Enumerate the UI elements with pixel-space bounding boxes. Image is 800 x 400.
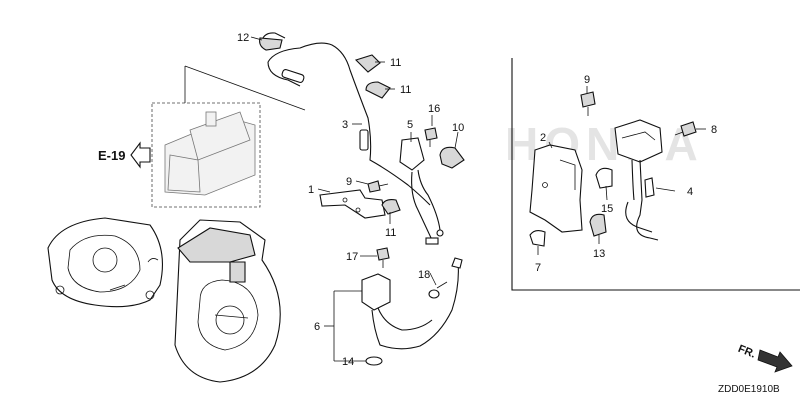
bolt-16 bbox=[424, 127, 438, 147]
right-inset-panel bbox=[511, 58, 800, 291]
callout-labels: 12 11 11 3 5 16 10 1 9 11 17 18 6 14 9 2… bbox=[237, 32, 717, 368]
callout-11-middle: 11 bbox=[400, 84, 411, 96]
callout-10: 10 bbox=[452, 122, 464, 134]
oil-switch-unit-4 bbox=[614, 119, 663, 163]
callout-11-upper: 11 bbox=[390, 57, 401, 69]
callout-16: 16 bbox=[428, 103, 440, 115]
wire-clip-11-upper bbox=[354, 54, 381, 73]
inset-border bbox=[511, 58, 800, 291]
grommet-13 bbox=[589, 213, 607, 237]
engine-housing-ghost bbox=[47, 217, 281, 383]
reference-e19[interactable]: E-19 bbox=[98, 141, 151, 169]
bracket-2 bbox=[529, 144, 583, 233]
oil-level-switch-6 bbox=[361, 257, 463, 366]
wire-clip-11-lower bbox=[381, 199, 401, 215]
callout-7: 7 bbox=[535, 262, 541, 274]
callout-15: 15 bbox=[601, 203, 613, 215]
bolt-9-left bbox=[367, 180, 389, 193]
clip-15 bbox=[595, 167, 613, 189]
leader-lines bbox=[250, 36, 706, 362]
callout-9-upper: 9 bbox=[584, 74, 590, 86]
clip-7 bbox=[529, 229, 546, 247]
callout-9-left: 9 bbox=[346, 176, 352, 188]
callout-12: 12 bbox=[237, 32, 249, 44]
bolt-17 bbox=[376, 247, 390, 268]
bracket-1 bbox=[319, 189, 386, 219]
front-direction-indicator: FR. bbox=[736, 343, 793, 373]
callout-4: 4 bbox=[687, 186, 693, 198]
diagram-code: ZDD0E1910B bbox=[718, 384, 780, 395]
reference-label: E-19 bbox=[98, 148, 125, 163]
clip-10 bbox=[439, 146, 465, 169]
wire-clip-11-middle bbox=[365, 81, 391, 99]
front-arrow-icon bbox=[757, 349, 793, 373]
callout-2: 2 bbox=[540, 132, 546, 144]
callout-5: 5 bbox=[407, 119, 413, 131]
reference-arrow-icon bbox=[130, 141, 151, 169]
callout-1: 1 bbox=[308, 184, 314, 196]
callout-14: 14 bbox=[342, 356, 354, 368]
callout-13: 13 bbox=[593, 248, 605, 260]
washer-14 bbox=[365, 356, 383, 366]
callout-17: 17 bbox=[346, 251, 358, 263]
bolt-9-upper bbox=[580, 91, 596, 116]
harness-wire-3 bbox=[267, 42, 431, 206]
fr-label: FR. bbox=[736, 343, 757, 361]
reference-dashed-box bbox=[151, 102, 261, 208]
ignition-coil-reference-group bbox=[151, 65, 306, 208]
wire-clip-12 bbox=[259, 37, 283, 51]
callout-3: 3 bbox=[342, 119, 348, 131]
engine-harness-assembly bbox=[259, 32, 431, 206]
bolt-18 bbox=[428, 289, 440, 299]
callout-8: 8 bbox=[711, 124, 717, 136]
callout-11-lower: 11 bbox=[385, 227, 396, 239]
callout-18: 18 bbox=[418, 269, 430, 281]
callout-6: 6 bbox=[314, 321, 320, 333]
oil-alert-unit-5 bbox=[399, 137, 444, 245]
bolt-8 bbox=[674, 121, 697, 137]
